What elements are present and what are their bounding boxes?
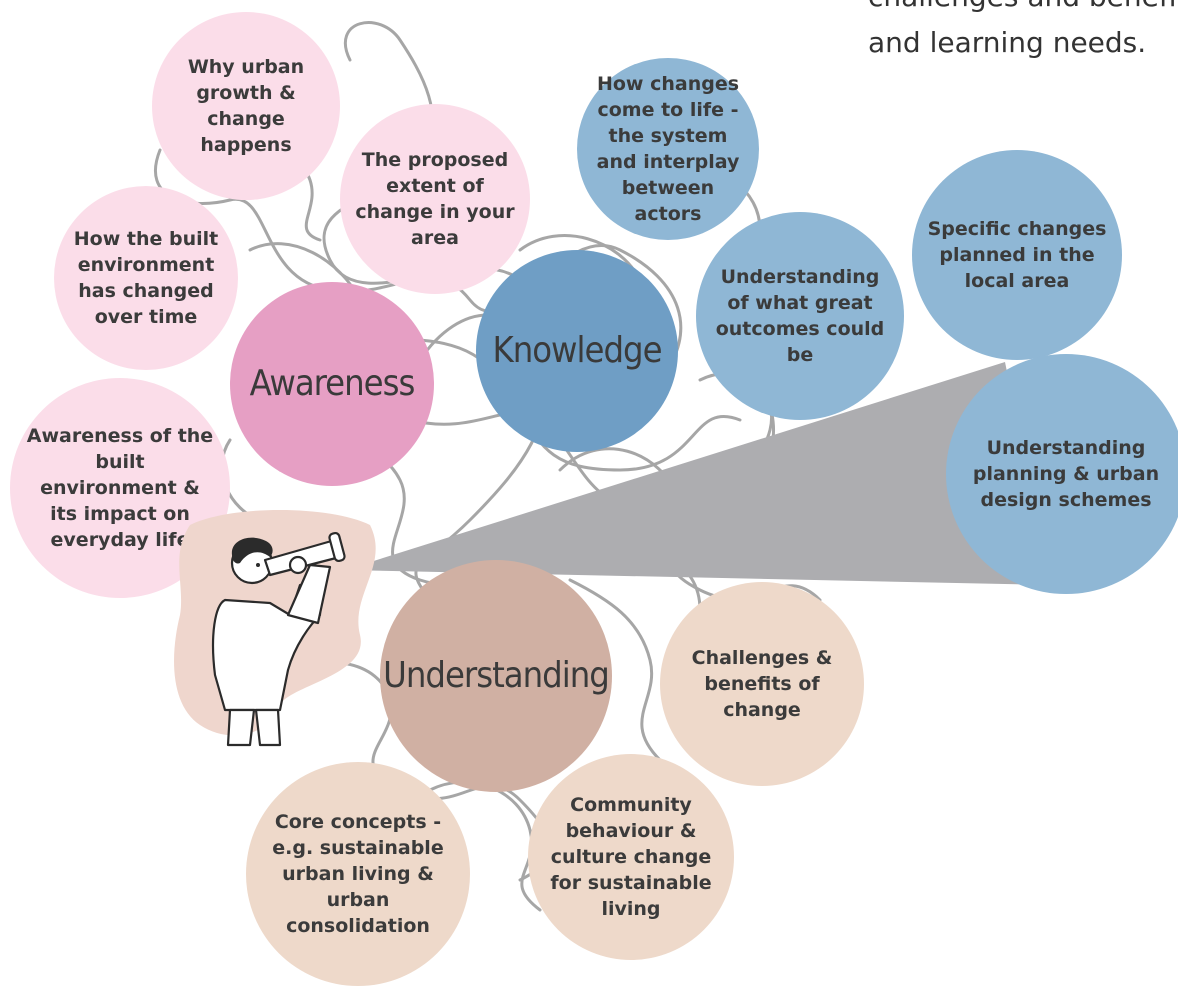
topic-specific-changes-label: Specific changes planned in the local ar… [927,218,1107,292]
topic-great-outcomes-label: Understanding of what great outcomes cou… [715,266,885,366]
hub-understanding-label: Understanding [383,655,610,696]
topic-great-outcomes: Understanding of what great outcomes cou… [696,212,904,420]
topic-how-changes-come-to-life: How changes come to life - the system an… [577,58,759,240]
topic-built-environment-changed: How the built environment has changed ov… [54,186,238,370]
topic-planning-schemes-label: Understanding planning & urban design sc… [972,437,1160,511]
topic-proposed-extent: The proposed extent of change in your ar… [340,104,530,294]
topic-how-changes-come-to-life-label: How changes come to life - the system an… [596,73,740,225]
topic-why-urban-growth: Why urban growth & change happens [152,12,340,200]
hub-awareness-label: Awareness [249,363,416,404]
topic-community-behaviour-label: Community behaviour & culture change for… [550,794,712,920]
topic-community-behaviour: Community behaviour & culture change for… [528,754,734,960]
topic-core-concepts-label: Core concepts - e.g. sustainable urban l… [272,811,444,937]
hub-knowledge-label: Knowledge [492,330,662,371]
topic-specific-changes: Specific changes planned in the local ar… [912,150,1122,360]
topic-why-urban-growth-label: Why urban growth & change happens [187,56,305,156]
hub-awareness: Awareness [230,282,434,486]
hub-understanding: Understanding [380,560,612,792]
topic-proposed-extent-label: The proposed extent of change in your ar… [355,149,515,249]
intro-text: challenges and benefits and learning nee… [868,0,1178,59]
topic-core-concepts: Core concepts - e.g. sustainable urban l… [246,762,470,986]
topic-awareness-built-environment-label: Awareness of the built environment & its… [26,425,214,551]
person-with-telescope-icon [174,510,376,747]
topic-planning-schemes: Understanding planning & urban design sc… [946,354,1178,594]
topic-challenges-benefits: Challenges & benefits of change [660,582,864,786]
hub-knowledge: Knowledge [476,250,678,452]
topic-built-environment-changed-label: How the built environment has changed ov… [73,228,219,328]
topic-challenges-benefits-label: Challenges & benefits of change [691,647,833,721]
